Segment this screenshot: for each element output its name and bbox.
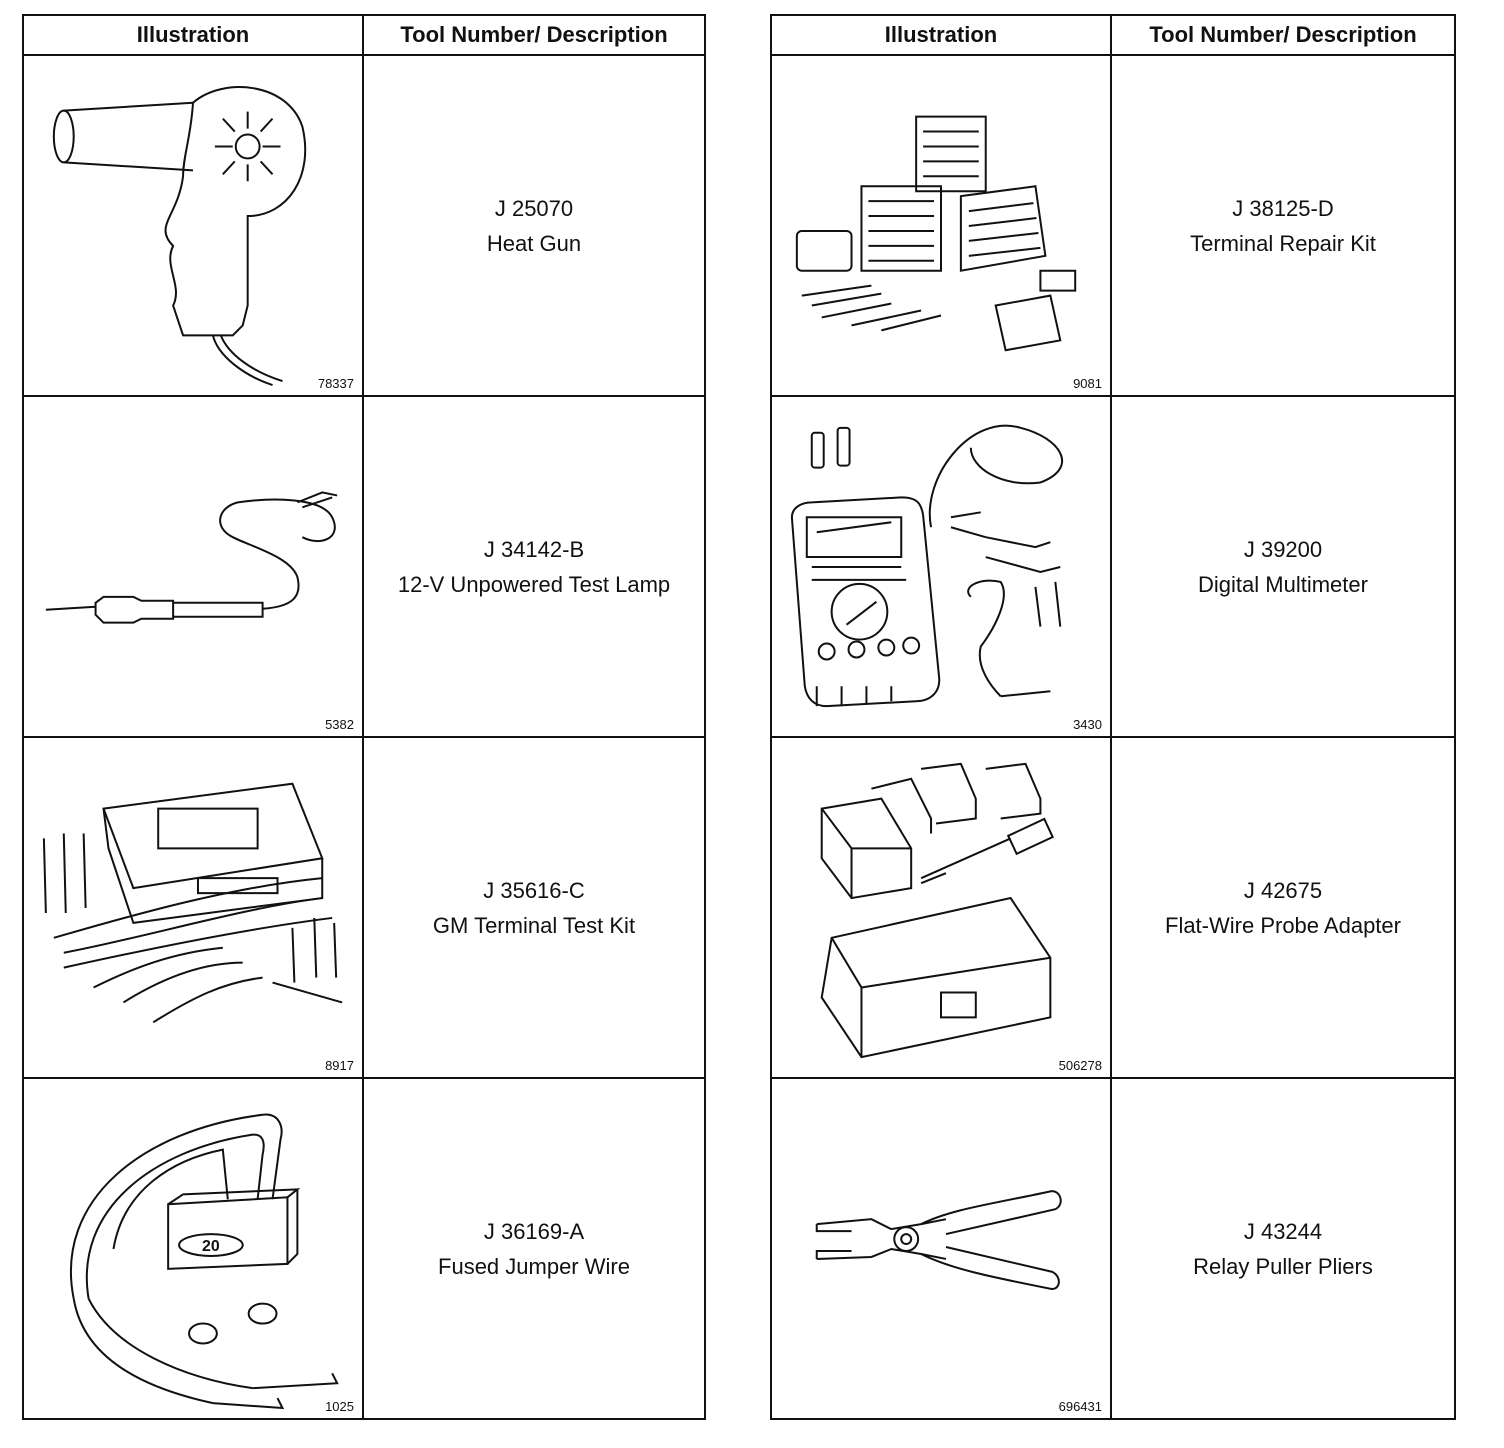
table-row: 696431 J 43244 Relay Puller Pliers xyxy=(770,1077,1456,1420)
figure-number: 5382 xyxy=(325,717,354,732)
tool-name: Relay Puller Pliers xyxy=(1193,1253,1373,1279)
description-cell: J 36169-A Fused Jumper Wire xyxy=(362,1077,706,1420)
table-row: 8917 J 35616-C GM Terminal Test Kit xyxy=(22,736,706,1079)
figure-number: 1025 xyxy=(325,1399,354,1414)
illustration-cell: 3430 xyxy=(770,395,1112,738)
description-cell: J 43244 Relay Puller Pliers xyxy=(1110,1077,1456,1420)
figure-number: 9081 xyxy=(1073,376,1102,391)
fuse-rating-label: 20 xyxy=(202,1238,220,1255)
figure-number: 696431 xyxy=(1058,1399,1102,1414)
illustration-cell: 696431 xyxy=(770,1077,1112,1420)
table-row: 506278 J 42675 Flat-Wire Probe Adapter xyxy=(770,736,1456,1079)
figure-number: 78337 xyxy=(317,376,354,391)
fused-jumper-wire-icon: 20 xyxy=(24,1079,362,1418)
tool-name: Heat Gun xyxy=(486,230,582,256)
illustration-cell: 5382 xyxy=(22,395,364,738)
terminal-repair-kit-icon xyxy=(772,56,1110,395)
tool-name: Fused Jumper Wire xyxy=(438,1253,630,1279)
relay-puller-pliers-icon xyxy=(772,1079,1110,1418)
table-row: 20 1025 J 36169-A Fused Jumper Wire xyxy=(22,1077,706,1420)
description-cell: J 25070 Heat Gun xyxy=(362,54,706,397)
tool-number: J 25070 xyxy=(494,195,574,221)
digital-multimeter-icon xyxy=(772,397,1110,736)
header-description: Tool Number/ Description xyxy=(362,14,706,56)
description-cell: J 38125-D Terminal Repair Kit xyxy=(1110,54,1456,397)
heat-gun-icon xyxy=(24,56,362,395)
probe-adapter-icon xyxy=(772,738,1110,1077)
description-cell: J 39200 Digital Multimeter xyxy=(1110,395,1456,738)
description-cell: J 34142-B 12-V Unpowered Test Lamp xyxy=(362,395,706,738)
tool-number: J 38125-D xyxy=(1232,195,1334,221)
tool-number: J 42675 xyxy=(1243,877,1323,903)
table-row: 5382 J 34142-B 12-V Unpowered Test Lamp xyxy=(22,395,706,738)
tool-table-left: Illustration Tool Number/ Description 78… xyxy=(22,14,706,1420)
description-cell: J 42675 Flat-Wire Probe Adapter xyxy=(1110,736,1456,1079)
test-lamp-icon xyxy=(24,397,362,736)
figure-number: 3430 xyxy=(1073,717,1102,732)
description-cell: J 35616-C GM Terminal Test Kit xyxy=(362,736,706,1079)
header-illustration: Illustration xyxy=(770,14,1112,56)
illustration-cell: 506278 xyxy=(770,736,1112,1079)
table-row: 9081 J 38125-D Terminal Repair Kit xyxy=(770,54,1456,397)
tool-number: J 34142-B xyxy=(483,536,585,562)
illustration-cell: 78337 xyxy=(22,54,364,397)
tool-name: Digital Multimeter xyxy=(1198,571,1368,597)
tool-number: J 43244 xyxy=(1243,1218,1323,1244)
header-description: Tool Number/ Description xyxy=(1110,14,1456,56)
illustration-cell: 20 1025 xyxy=(22,1077,364,1420)
tool-name: 12-V Unpowered Test Lamp xyxy=(397,571,671,597)
tool-name: Terminal Repair Kit xyxy=(1190,230,1376,256)
illustration-cell: 8917 xyxy=(22,736,364,1079)
tool-name: Flat-Wire Probe Adapter xyxy=(1165,912,1401,938)
tool-number: J 35616-C xyxy=(483,877,585,903)
table-row: 78337 J 25070 Heat Gun xyxy=(22,54,706,397)
figure-number: 8917 xyxy=(325,1058,354,1073)
tool-number: J 36169-A xyxy=(483,1218,585,1244)
header-illustration: Illustration xyxy=(22,14,364,56)
tool-name: GM Terminal Test Kit xyxy=(432,912,636,938)
tool-table-right: Illustration Tool Number/ Description 90… xyxy=(770,14,1456,1420)
tool-number: J 39200 xyxy=(1243,536,1323,562)
illustration-cell: 9081 xyxy=(770,54,1112,397)
figure-number: 506278 xyxy=(1058,1058,1102,1073)
table-row: 3430 J 39200 Digital Multimeter xyxy=(770,395,1456,738)
terminal-test-kit-icon xyxy=(24,738,362,1077)
